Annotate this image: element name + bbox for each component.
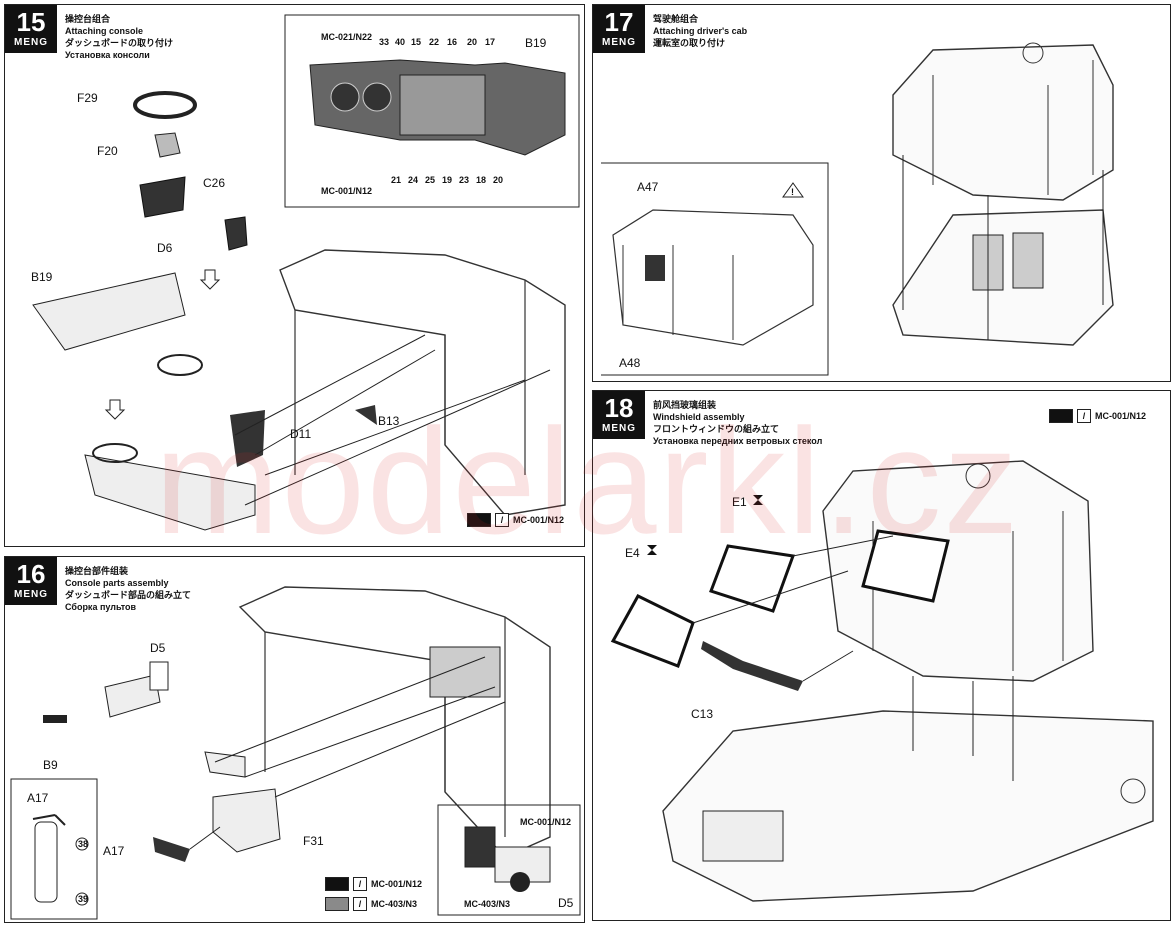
part-label-d11: D11 <box>290 427 311 441</box>
step-titles: 操控台组合 Attaching console ダッシュボードの取り付け Уст… <box>65 13 173 61</box>
step-titles: 前风挡玻璃组装 Windshield assembly フロントウィンドウの組み… <box>653 399 822 447</box>
title-jp: ダッシュボードの取り付け <box>65 38 174 48</box>
step-number-badge: 17 MENG <box>593 5 645 53</box>
part-label-d6: D6 <box>157 241 173 255</box>
title-cn: 操控台组合 <box>65 14 111 24</box>
title-en: Attaching driver's cab <box>653 26 748 36</box>
part-label-b19: B19 <box>31 270 53 284</box>
step-15-panel: 15 MENG 操控台组合 Attaching console ダッシュボードの… <box>4 4 585 547</box>
title-cn: 操控台部件组装 <box>65 566 129 576</box>
svg-text:20: 20 <box>467 37 477 47</box>
paint-code: MC-403/N3 <box>371 899 418 909</box>
step-number-badge: 18 MENG <box>593 391 645 439</box>
title-jp: 運転室の取り付け <box>653 38 726 48</box>
inset-part-label-b19: B19 <box>525 36 547 50</box>
step-number-badge: 15 MENG <box>5 5 57 53</box>
part-label-a47: A47 <box>637 180 659 194</box>
step-16-panel: 16 MENG 操控台部件组装 Console parts assembly ダ… <box>4 556 585 923</box>
svg-text:19: 19 <box>442 175 452 185</box>
step-15-drawing: F29 F20 C26 D6 B19 D11 B13 B19 MC-021/N2… <box>31 14 580 531</box>
brand-logo: MENG <box>14 589 48 600</box>
decal-38: 38 <box>78 839 88 849</box>
part-label-c26: C26 <box>203 176 225 190</box>
brush-icon: / <box>495 513 509 527</box>
brush-icon: / <box>353 877 367 891</box>
paint-callout: / MC-001/N12 <box>467 513 564 527</box>
brand-logo: MENG <box>14 37 48 48</box>
title-en: Attaching console <box>65 26 144 36</box>
part-label-e4: E4 <box>625 546 640 560</box>
part-label-b9: B9 <box>43 758 58 772</box>
part-label-f20: F20 <box>97 144 118 158</box>
part-label-a17: A17 <box>103 844 125 858</box>
title-cn: 驾驶舱组合 <box>653 14 699 24</box>
clear-part-icon <box>647 545 657 555</box>
paint-code: MC-001/N12 <box>371 879 423 889</box>
step-number: 15 <box>16 7 46 37</box>
title-cn: 前风挡玻璃组装 <box>653 400 717 410</box>
svg-text:18: 18 <box>476 175 486 185</box>
paint-callout-1: / MC-001/N12 <box>325 877 422 891</box>
brush-icon: / <box>1077 409 1091 423</box>
inset-bottom-callouts: 21 24 25 19 23 18 20 <box>391 175 503 185</box>
part-label-e1: E1 <box>732 495 747 509</box>
part-label-f31: F31 <box>303 834 324 848</box>
paint-callout: / MC-001/N12 <box>1049 409 1146 423</box>
paint-callout-2: / MC-403/N3 <box>325 897 417 911</box>
step-titles: 驾驶舱组合 Attaching driver's cab 運転室の取り付け <box>653 13 747 49</box>
title-en: Windshield assembly <box>653 412 745 422</box>
step-16-drawing: D5 B9 A17 A17 F31 38 39 MC-001/N12 MC-40… <box>10 586 581 920</box>
title-jp: フロントウィンドウの組み立て <box>653 424 780 434</box>
svg-text:16: 16 <box>447 37 457 47</box>
paint-code: MC-001/N12 <box>1095 411 1147 421</box>
step-18-panel: 18 MENG 前风挡玻璃组装 Windshield assembly フロント… <box>592 390 1171 921</box>
warning-icon: ! <box>791 187 794 197</box>
title-ru: Установка передних ветровых стекол <box>653 436 823 446</box>
part-label-a48: A48 <box>619 356 641 370</box>
svg-text:17: 17 <box>485 37 495 47</box>
svg-text:33: 33 <box>379 37 389 47</box>
step-number: 18 <box>604 393 634 423</box>
brand-logo: MENG <box>602 423 636 434</box>
paint-code: MC-001/N12 <box>513 515 565 525</box>
paint-swatch-black <box>467 513 491 527</box>
paint-swatch-black <box>325 877 349 891</box>
brand-logo: MENG <box>602 37 636 48</box>
paint-swatch-gray <box>325 897 349 911</box>
svg-text:22: 22 <box>429 37 439 47</box>
title-ru: Сборка пультов <box>65 602 137 612</box>
svg-text:23: 23 <box>459 175 469 185</box>
inset-paint-top: MC-021/N22 <box>321 32 372 42</box>
step-number: 16 <box>16 559 46 589</box>
decal-39: 39 <box>78 894 88 904</box>
inset-paint-bottom: MC-001/N12 <box>321 186 372 196</box>
part-label-b13: B13 <box>378 414 400 428</box>
svg-text:25: 25 <box>425 175 435 185</box>
inset-paint-bottom: MC-403/N3 <box>464 899 510 909</box>
step-titles: 操控台部件组装 Console parts assembly ダッシュボード部品… <box>65 565 191 613</box>
step-number: 17 <box>604 7 634 37</box>
inset-part-label-d5: D5 <box>558 896 574 910</box>
part-label-f29: F29 <box>77 91 98 105</box>
part-label-d5: D5 <box>150 641 166 655</box>
inset-top-callouts: 33 40 15 22 16 20 17 <box>379 37 495 47</box>
step-17-drawing: ! A47 A48 <box>601 42 1114 376</box>
step-18-drawing: E1 E4 C13 <box>610 460 1154 902</box>
step-17-panel: 17 MENG 驾驶舱组合 Attaching driver's cab 運転室… <box>592 4 1171 382</box>
title-en: Console parts assembly <box>65 578 169 588</box>
svg-text:15: 15 <box>411 37 421 47</box>
svg-text:40: 40 <box>395 37 405 47</box>
part-label-a17-box: A17 <box>27 791 49 805</box>
step-number-badge: 16 MENG <box>5 557 57 605</box>
part-label-c13: C13 <box>691 707 713 721</box>
inset-paint-top: MC-001/N12 <box>520 817 571 827</box>
title-ru: Установка консоли <box>65 50 150 60</box>
svg-text:20: 20 <box>493 175 503 185</box>
title-jp: ダッシュボード部品の組み立て <box>65 590 192 600</box>
clear-part-icon <box>753 495 763 505</box>
svg-text:21: 21 <box>391 175 401 185</box>
svg-text:24: 24 <box>408 175 418 185</box>
paint-swatch-black <box>1049 409 1073 423</box>
brush-icon: / <box>353 897 367 911</box>
